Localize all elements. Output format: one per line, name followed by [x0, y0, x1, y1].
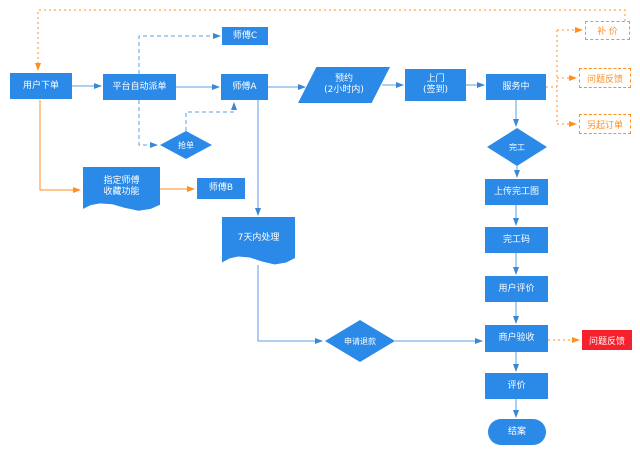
assign-master-line1: 指定师傅 [103, 175, 140, 186]
node-user-order[interactable]: 用户下单 [10, 73, 72, 99]
node-appointment[interactable]: 预约 (2小时内) [298, 67, 390, 103]
node-user-review[interactable]: 用户评价 [485, 276, 548, 302]
edge-dispatch-masterC [138, 33, 221, 74]
assign-master-line2: 收藏功能 [103, 186, 140, 197]
node-merchant-accept[interactable]: 商户验收 [485, 325, 548, 352]
node-auto-dispatch[interactable]: 平台自动派单 [103, 74, 176, 100]
edge-grab-masterA [185, 102, 237, 131]
node-close-case[interactable]: 结案 [488, 419, 546, 445]
node-master-b[interactable]: 师傅B [197, 178, 245, 199]
node-master-a[interactable]: 师傅A [221, 74, 268, 100]
node-issue-feedback-red[interactable]: 问题反馈 [582, 330, 632, 350]
edge-dispatch-grab [138, 100, 158, 148]
node-add-price[interactable]: 补 价 [585, 21, 630, 40]
edge-feedback-loop [35, 9, 626, 71]
onsite-line2: (签到) [422, 85, 449, 95]
appointment-line2: (2小时内) [324, 85, 364, 95]
node-in-service[interactable]: 服务中 [486, 74, 546, 100]
edge-sevenday-refund [257, 265, 323, 344]
node-master-c[interactable]: 师傅C [222, 27, 268, 45]
node-assign-master[interactable]: 指定师傅 收藏功能 [83, 167, 160, 211]
appointment-line1: 预约 [334, 74, 353, 84]
node-onsite[interactable]: 上门 (签到) [405, 69, 466, 101]
node-seven-day[interactable]: 7天内处理 [222, 217, 295, 265]
node-new-order[interactable]: 另起订单 [579, 114, 631, 134]
node-review[interactable]: 评价 [485, 373, 548, 399]
node-issue-feedback[interactable]: 问题反馈 [579, 68, 631, 88]
onsite-line1: 上门 [426, 74, 445, 84]
node-complete-code[interactable]: 完工码 [485, 227, 548, 253]
edge-userorder-assign [39, 100, 81, 193]
node-upload-image[interactable]: 上传完工图 [485, 179, 548, 205]
